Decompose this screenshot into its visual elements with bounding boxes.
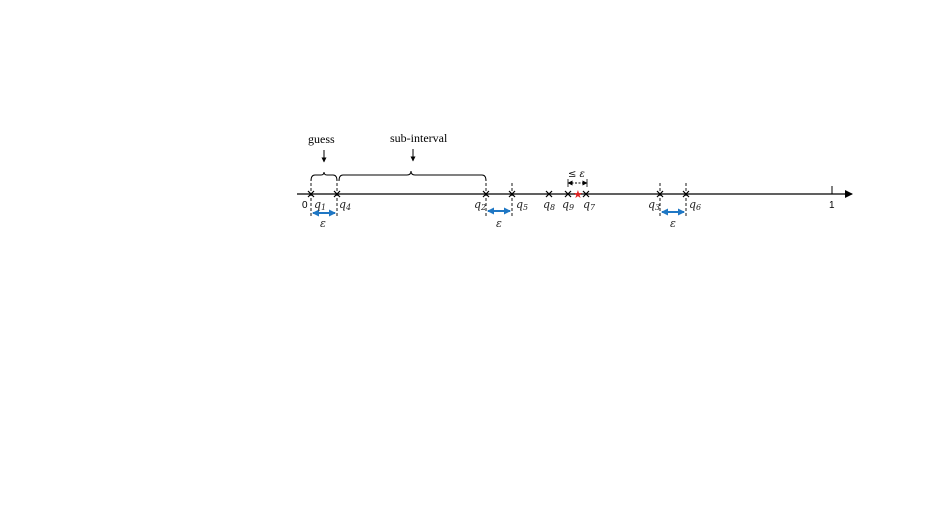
target-star-icon: ★ (573, 188, 583, 201)
label-zero: 0 (302, 200, 308, 211)
sub-interval-brace (338, 170, 487, 182)
guess-brace (310, 171, 338, 182)
marker-q1 (307, 190, 315, 198)
marker-q3 (656, 190, 664, 198)
query-label-q2: q2 (474, 198, 486, 212)
marker-q7 (582, 190, 590, 198)
guess-label: guess (308, 132, 335, 146)
query-markers (307, 190, 690, 198)
label-one: 1 (829, 200, 835, 211)
dashed-guides (310, 183, 687, 216)
query-label-q4: q4 (339, 198, 351, 212)
query-label-q5: q5 (516, 198, 528, 212)
query-label-q3: q3 (648, 198, 660, 212)
marker-q9 (564, 190, 572, 198)
query-label-q6: q6 (689, 198, 701, 212)
query-label-q9: q9 (562, 198, 574, 212)
query-label-q1: q1 (314, 198, 326, 212)
sub-interval-label: sub-interval (390, 131, 448, 145)
marker-q6 (682, 190, 690, 198)
marker-q8 (545, 190, 553, 198)
epsilon-label-3: ε (670, 217, 676, 230)
marker-q2 (482, 190, 490, 198)
query-label-q7: q7 (583, 198, 596, 212)
marker-q5 (508, 190, 516, 198)
epsilon-label-1: ε (320, 217, 326, 230)
le-epsilon-label: ≤ ε (568, 169, 585, 180)
marker-q4 (333, 190, 341, 198)
query-label-q8: q8 (543, 198, 555, 212)
epsilon-label-2: ε (496, 217, 502, 230)
